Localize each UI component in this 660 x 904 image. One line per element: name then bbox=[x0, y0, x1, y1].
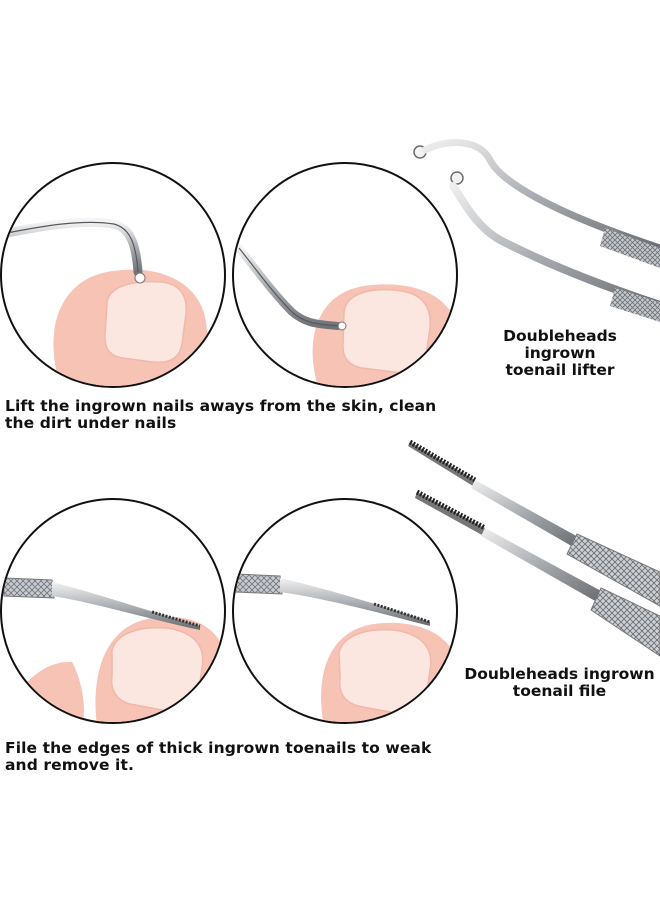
lifter-product-image bbox=[413, 139, 660, 322]
file-label-line1: Doubleheads ingrown bbox=[464, 665, 655, 683]
file-label-line2: toenail file bbox=[512, 682, 607, 700]
file-demo-circle-left bbox=[0, 498, 226, 724]
lifter-on-toe-illustration bbox=[2, 217, 207, 386]
file-caption: File the edges of thick ingrown toenails… bbox=[5, 740, 455, 774]
file-demo-circle-right bbox=[232, 498, 458, 724]
lifter-product-label: Doubleheads ingrown toenail lifter bbox=[465, 328, 655, 379]
lifter-label-line2: toenail lifter bbox=[505, 361, 615, 379]
lifter-caption-line1: Lift the ingrown nails aways from the sk… bbox=[5, 397, 437, 415]
lifter-demo-circle-left bbox=[0, 162, 226, 388]
file-on-toe-illustration-left bbox=[3, 577, 224, 722]
file-product-image bbox=[408, 439, 660, 657]
file-product-label: Doubleheads ingrown toenail file bbox=[462, 666, 657, 700]
lifter-label-line1: Doubleheads ingrown bbox=[503, 327, 617, 362]
lifter-caption-line2: the dirt under nails bbox=[5, 414, 177, 432]
file-caption-line2: and remove it. bbox=[5, 756, 134, 774]
lifter-caption: Lift the ingrown nails aways from the sk… bbox=[5, 398, 455, 432]
lifter-under-nail-illustration bbox=[235, 244, 456, 386]
lifter-demo-circle-right bbox=[232, 162, 458, 388]
file-caption-line1: File the edges of thick ingrown toenails… bbox=[5, 739, 432, 757]
file-on-toe-illustration-right bbox=[235, 573, 456, 722]
